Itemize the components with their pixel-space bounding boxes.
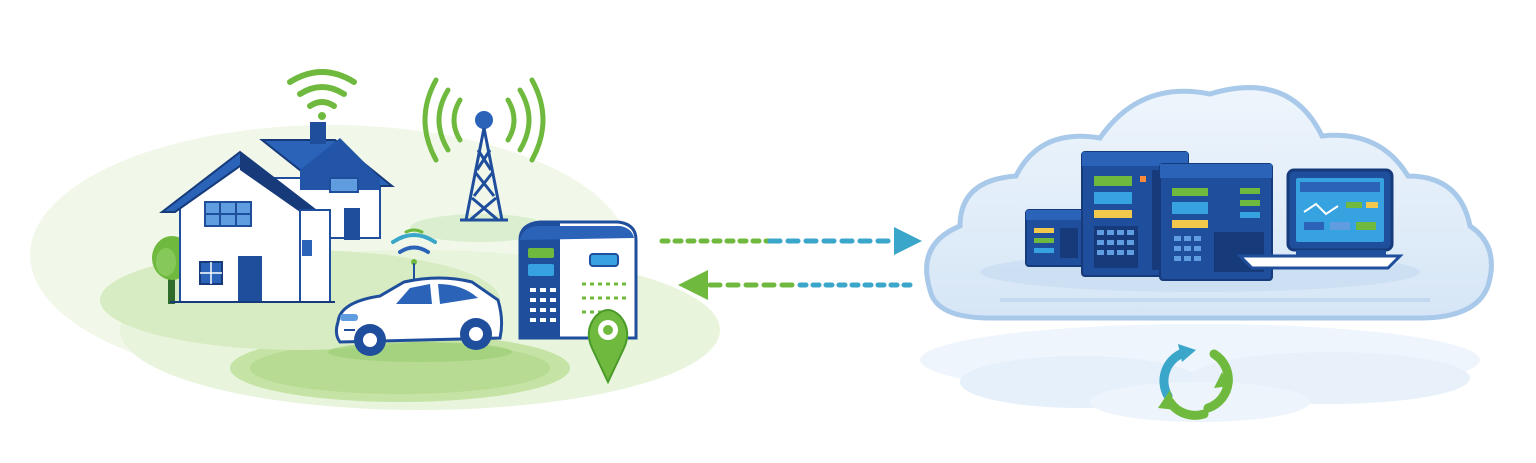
data-links bbox=[659, 227, 922, 300]
sync-icon bbox=[1158, 344, 1233, 420]
house-wifi-icon bbox=[287, 69, 357, 120]
laptop-icon bbox=[1236, 168, 1404, 270]
right-cloud-group bbox=[920, 85, 1494, 422]
cell-tower-icon bbox=[422, 77, 546, 222]
server-small-icon bbox=[1025, 209, 1087, 267]
server-mid-icon bbox=[1159, 163, 1273, 281]
left-edge-group bbox=[30, 69, 720, 410]
uplink-arrow bbox=[659, 227, 922, 255]
cloud-mist bbox=[920, 324, 1480, 422]
house-front bbox=[159, 150, 335, 303]
location-pin-icon bbox=[587, 309, 629, 385]
car-wifi-icon bbox=[391, 228, 437, 281]
car-icon bbox=[328, 276, 512, 362]
downlink-arrow bbox=[678, 270, 915, 300]
